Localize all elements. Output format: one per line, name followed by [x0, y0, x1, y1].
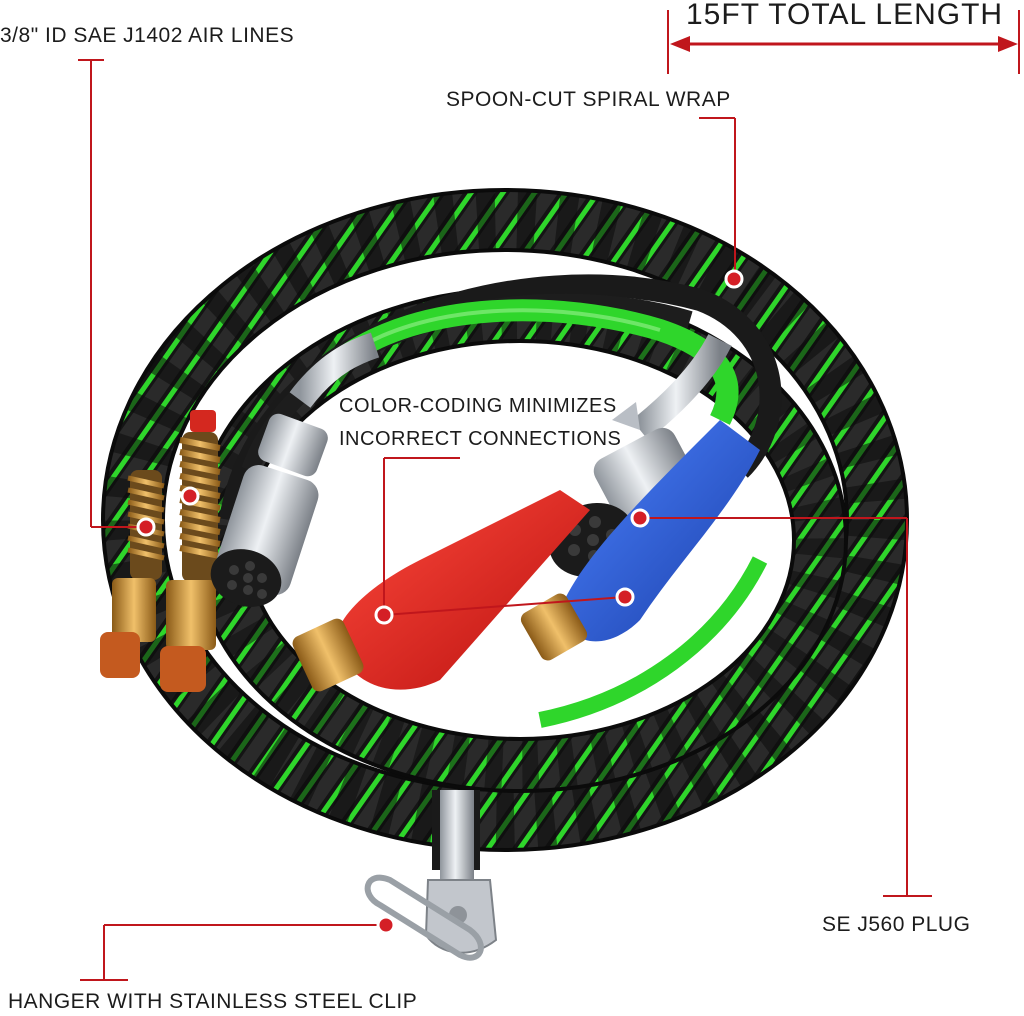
fitting-left [160, 410, 221, 692]
air-line-fittings [100, 410, 221, 692]
plug-label: SE J560 PLUG [822, 913, 971, 936]
red-handle [292, 490, 590, 692]
spiral-wrap-label: SPOON-CUT SPIRAL WRAP [446, 88, 731, 111]
blue-handle [520, 420, 760, 661]
color-coding-label-line2: INCORRECT CONNECTIONS [339, 428, 622, 450]
carabiner-clip-icon [364, 874, 484, 961]
callout-lines [78, 10, 1020, 981]
air-lines-label: 3/8" ID SAE J1402 AIR LINES [0, 24, 295, 47]
callout-dots [136, 269, 744, 935]
total-length-label: 15FT TOTAL LENGTH [686, 0, 1004, 31]
color-coding-label-line1: COLOR-CODING MINIMIZES [339, 395, 617, 417]
plug-left [210, 332, 380, 607]
hanger-label: HANGER WITH STAINLESS STEEL CLIP [8, 990, 418, 1013]
